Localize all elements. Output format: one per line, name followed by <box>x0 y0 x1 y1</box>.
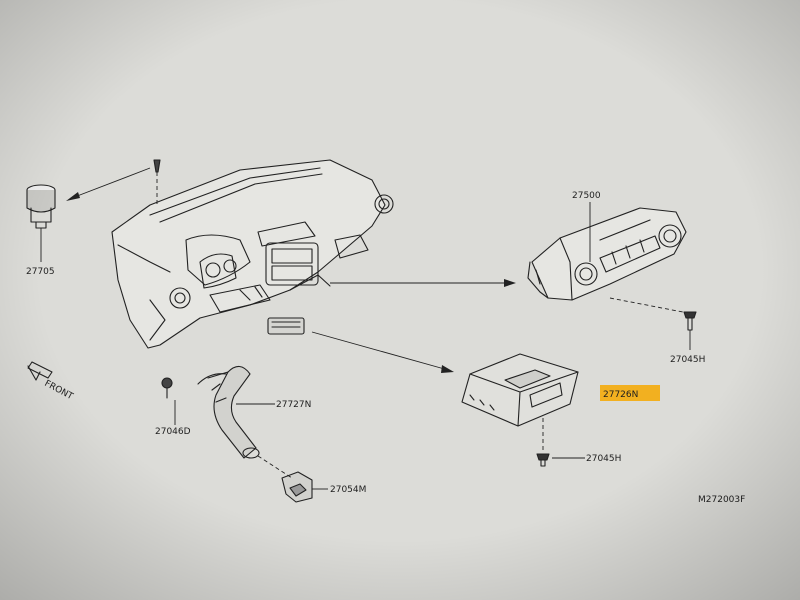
screw-27045h-bottom-icon <box>536 453 550 467</box>
part-label-27727n[interactable]: 27727N <box>276 400 311 410</box>
part-label-27726n[interactable]: 27726N <box>603 390 638 400</box>
screw-27045h-top-icon <box>683 311 697 331</box>
part-label-27045h-bottom[interactable]: 27045H <box>586 454 621 464</box>
dash-27500-screw <box>609 297 689 314</box>
part-label-27045h-top[interactable]: 27045H <box>670 355 705 365</box>
part-label-27046d[interactable]: 27046D <box>155 427 191 437</box>
screw-27046d-icon <box>161 377 173 399</box>
module-27726n-drawing <box>461 353 579 427</box>
front-label: FRONT <box>43 379 75 402</box>
top-screw-icon <box>153 159 161 173</box>
part-label-27054m[interactable]: 27054M <box>330 485 366 495</box>
clip-27705-drawing <box>26 184 56 229</box>
part-label-27500[interactable]: 27500 <box>572 191 601 201</box>
control-panel-27500-drawing <box>527 207 687 301</box>
dashboard-drawing <box>111 159 394 349</box>
sensor-27054m-drawing <box>281 471 313 503</box>
front-arrow-icon <box>27 361 53 381</box>
dash-27054m <box>257 455 293 479</box>
duct-27727n-drawing <box>197 365 260 459</box>
diagram-code: M272003F <box>698 495 745 505</box>
part-label-27705[interactable]: 27705 <box>26 267 55 277</box>
